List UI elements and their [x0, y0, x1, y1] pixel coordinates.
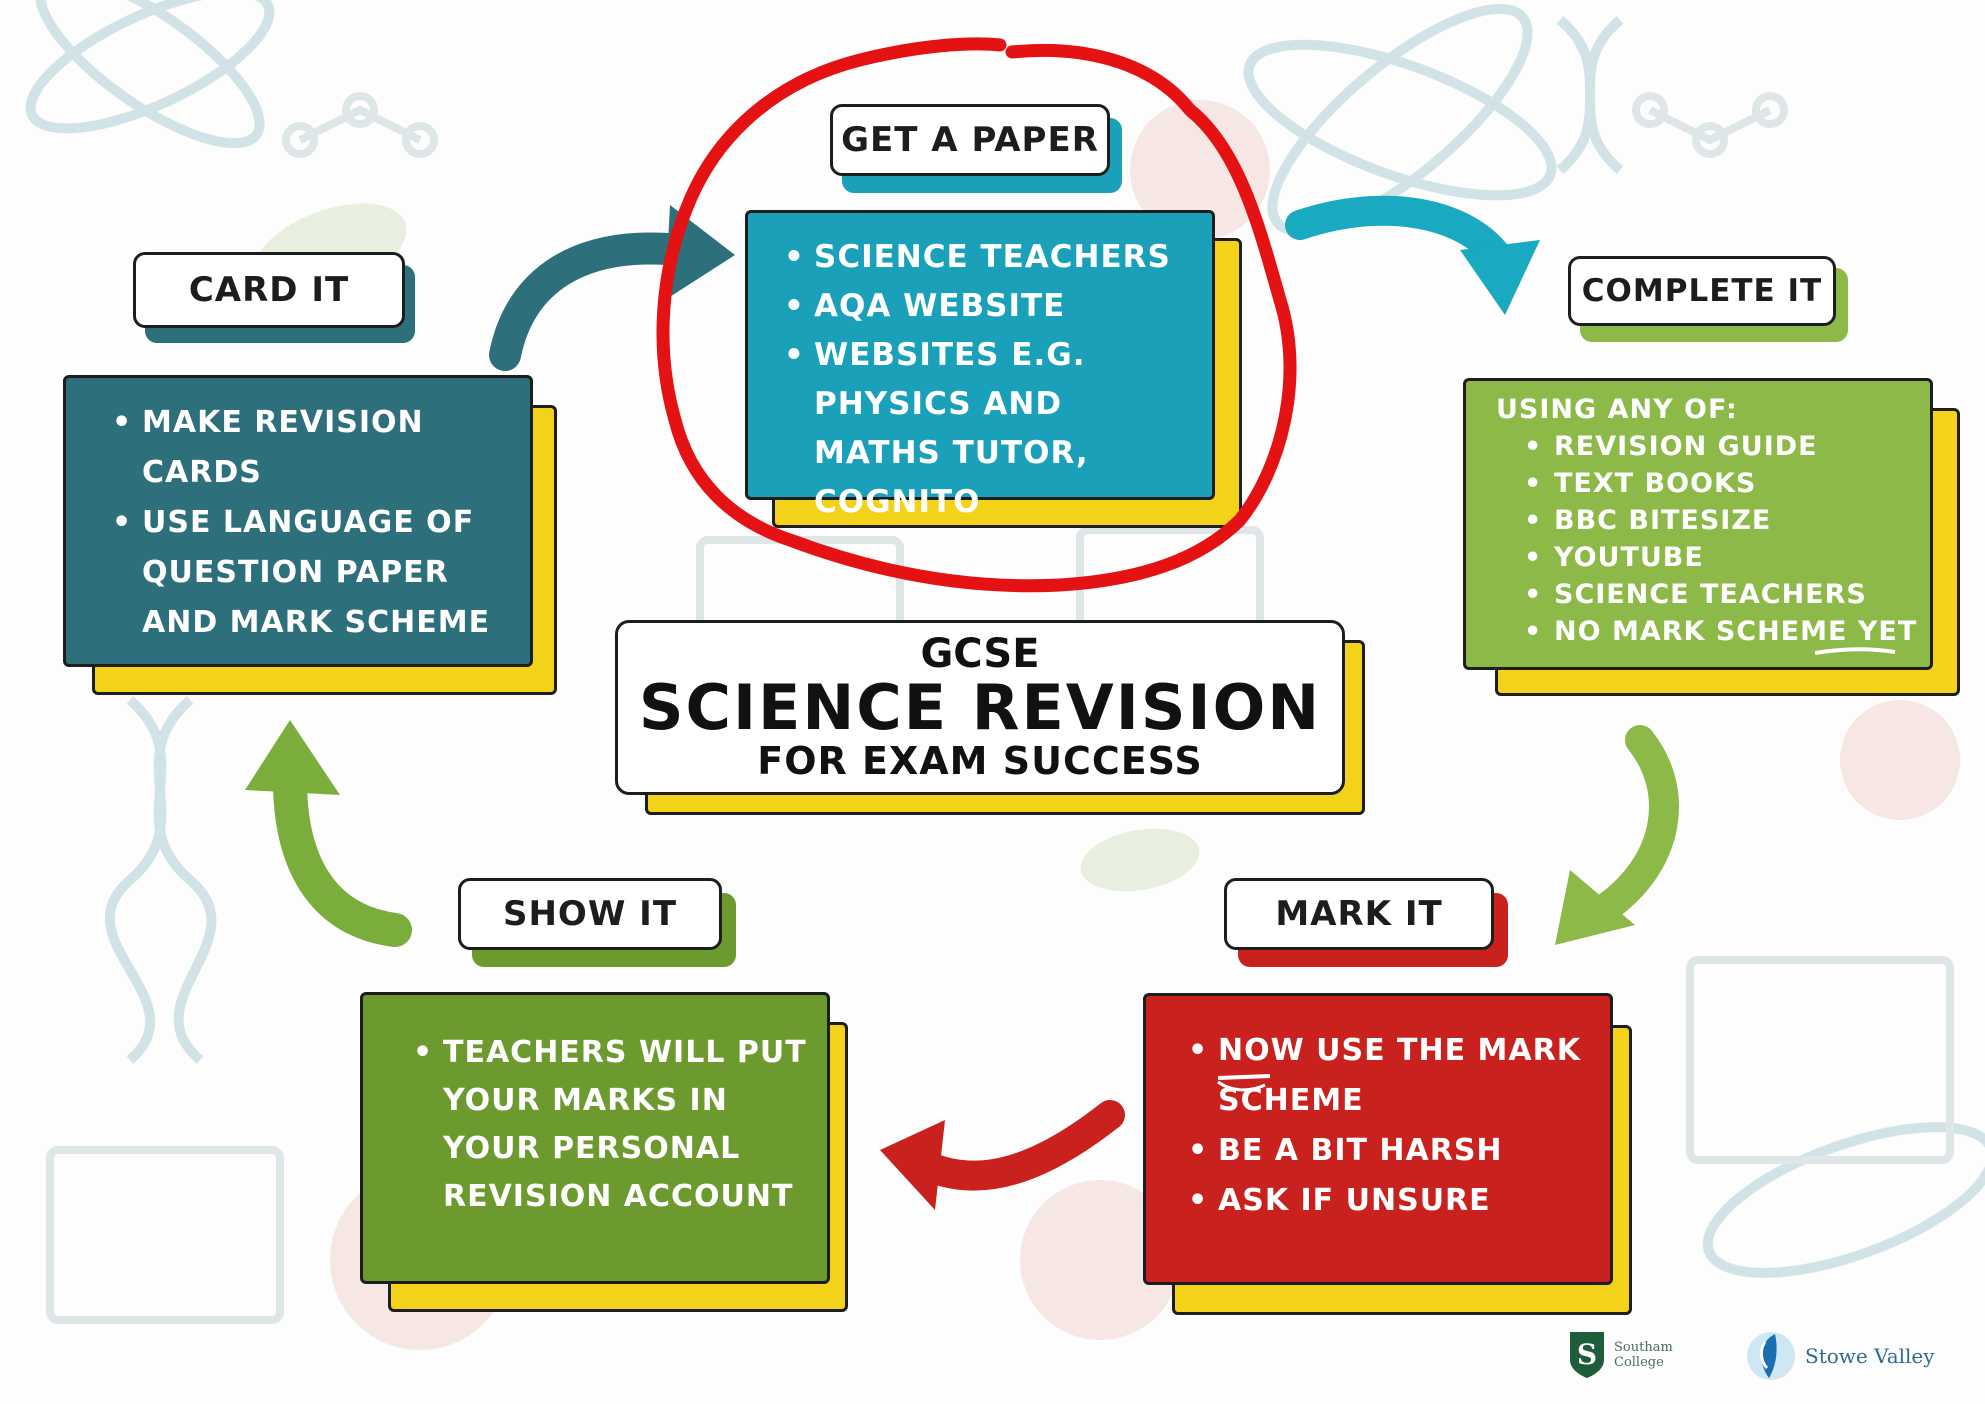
- card-it-list: MAKE REVISION CARDS USE LANGUAGE OF QUES…: [104, 398, 516, 648]
- label-card-it: CARD IT: [133, 252, 405, 328]
- get-paper-list: SCIENCE TEACHERS AQA WEBSITE WEBSITES E.…: [776, 233, 1192, 527]
- stowe-name: Stowe Valley: [1805, 1344, 1935, 1368]
- shield-s-icon: S: [1570, 1332, 1604, 1378]
- complete-it-item: YOUTUBE: [1516, 539, 1918, 576]
- label-get-a-paper: GET A PAPER: [830, 104, 1110, 176]
- mark-it-item: NOW USE THE MARK SCHEME: [1180, 1026, 1594, 1126]
- center-level: GCSE: [920, 631, 1040, 677]
- complete-it-item: BBC BITESIZE: [1516, 502, 1918, 539]
- label-complete-it: COMPLETE IT: [1568, 256, 1836, 326]
- southam-college-logo: S Southam College: [1568, 1330, 1673, 1380]
- label-show-it: SHOW IT: [458, 878, 722, 950]
- southam-line2: College: [1614, 1355, 1664, 1370]
- center-title-card: GCSE SCIENCE REVISION FOR EXAM SUCCESS: [615, 620, 1345, 795]
- complete-it-box: USING ANY OF: REVISION GUIDE TEXT BOOKS …: [1463, 378, 1933, 670]
- get-paper-item: SCIENCE TEACHERS: [776, 233, 1192, 282]
- stowe-valley-logo: Stowe Valley: [1745, 1328, 1935, 1384]
- get-paper-item: AQA WEBSITE: [776, 282, 1192, 331]
- show-it-item: TEACHERS WILL PUT YOUR MARKS IN YOUR PER…: [405, 1029, 809, 1221]
- mark-it-box: NOW USE THE MARK SCHEME BE A BIT HARSH A…: [1143, 993, 1613, 1285]
- label-mark-it: MARK IT: [1224, 878, 1494, 950]
- complete-it-item: REVISION GUIDE: [1516, 428, 1918, 465]
- stowe-swirl-icon: [1747, 1332, 1795, 1380]
- center-subtitle: FOR EXAM SUCCESS: [757, 739, 1203, 783]
- get-paper-item: WEBSITES E.G. PHYSICS AND MATHS TUTOR, C…: [776, 331, 1192, 527]
- card-it-item: USE LANGUAGE OF QUESTION PAPER AND MARK …: [104, 498, 516, 648]
- southam-line1: Southam: [1614, 1340, 1673, 1355]
- center-title: SCIENCE REVISION: [638, 671, 1322, 744]
- svg-text:S: S: [1577, 1338, 1597, 1371]
- mark-it-item: ASK IF UNSURE: [1180, 1176, 1594, 1226]
- complete-it-list: REVISION GUIDE TEXT BOOKS BBC BITESIZE Y…: [1496, 428, 1918, 650]
- get-paper-box: SCIENCE TEACHERS AQA WEBSITE WEBSITES E.…: [745, 210, 1215, 520]
- complete-it-item: TEXT BOOKS: [1516, 465, 1918, 502]
- show-it-list: TEACHERS WILL PUT YOUR MARKS IN YOUR PER…: [405, 1029, 809, 1221]
- card-it-item: MAKE REVISION CARDS: [104, 398, 516, 498]
- mark-it-list: NOW USE THE MARK SCHEME BE A BIT HARSH A…: [1180, 1026, 1594, 1226]
- complete-it-intro: USING ANY OF:: [1496, 394, 1738, 425]
- complete-it-item: SCIENCE TEACHERS: [1516, 576, 1918, 613]
- mark-it-item: BE A BIT HARSH: [1180, 1126, 1594, 1176]
- card-it-box: MAKE REVISION CARDS USE LANGUAGE OF QUES…: [63, 375, 533, 667]
- complete-it-item: NO MARK SCHEME YET: [1516, 613, 1918, 650]
- show-it-box: TEACHERS WILL PUT YOUR MARKS IN YOUR PER…: [360, 992, 830, 1284]
